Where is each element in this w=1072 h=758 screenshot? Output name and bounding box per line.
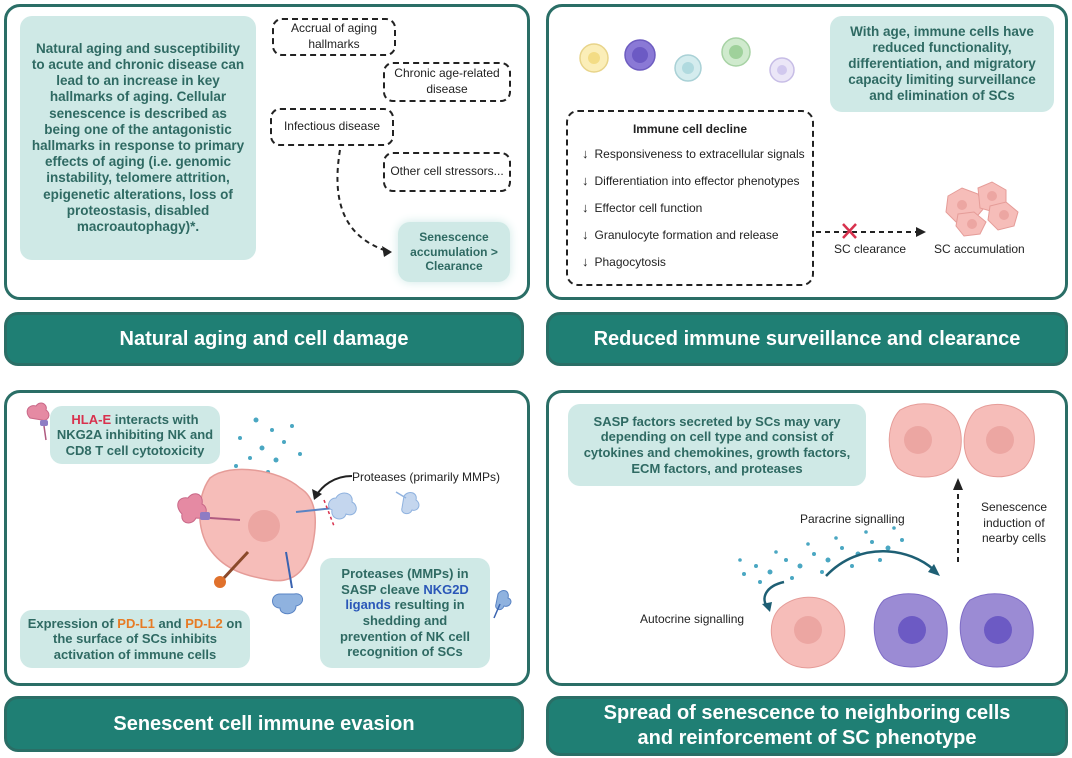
paracrine-label: Paracrine signalling xyxy=(800,512,905,526)
immune-decline-box: Immune cell decline ↓Responsiveness to e… xyxy=(566,110,814,286)
immune-cell-purple xyxy=(624,39,656,71)
box-chronic-disease: Chronic age-related disease xyxy=(383,62,511,102)
hla-e-receptor xyxy=(177,493,241,524)
mmp-description: Proteases (MMPs) in SASP cleave NKG2D li… xyxy=(320,558,490,668)
decline-item: ↓Responsiveness to extracellular signals xyxy=(582,146,805,161)
sasp-spread-dots xyxy=(738,526,904,584)
normal-cell-2 xyxy=(959,593,1034,668)
sc-clearance-label: SC clearance xyxy=(834,242,907,256)
immune-cell-teal xyxy=(674,54,702,82)
block-x-icon xyxy=(842,223,857,239)
banner-spread-line1: Spread of senescence to neighboring cell… xyxy=(603,702,1011,724)
box-aging-hallmarks: Accrual of aging hallmarks xyxy=(272,18,396,56)
decline-item: ↓Differentiation into effector phenotype… xyxy=(582,173,800,188)
autocrine-arrow xyxy=(762,580,785,612)
aging-description: Natural aging and susceptibility to acut… xyxy=(20,16,256,260)
paracrine-arrow xyxy=(825,550,940,577)
induced-senescent-cell-1 xyxy=(888,403,962,478)
hla-e-description: HLA-E interacts with NKG2A inhibiting NK… xyxy=(50,406,220,464)
banner-spread-line2: and reinforcement of SC phenotype xyxy=(637,727,977,749)
protease-arrow xyxy=(312,475,353,500)
immune-cell-yellow xyxy=(579,43,609,73)
down-arrow-icon: ↓ xyxy=(582,227,589,242)
down-arrow-icon: ↓ xyxy=(582,200,589,215)
immune-cell-green xyxy=(721,37,751,67)
decline-item: ↓Phagocytosis xyxy=(582,254,666,269)
senescent-cell-cluster xyxy=(945,181,1019,237)
normal-cell-1 xyxy=(873,593,948,668)
senescence-accumulation-box: Senescence accumulation > Clearance xyxy=(398,222,510,282)
induction-arrow xyxy=(953,478,963,562)
proteases-label: Proteases (primarily MMPs) xyxy=(352,470,501,484)
immune-decline-title: Immune cell decline xyxy=(632,122,748,136)
sc-accumulation-label: SC accumulation xyxy=(934,242,1025,256)
banner-immune-surveillance: Reduced immune surveillance and clearanc… xyxy=(546,312,1068,366)
banner-immune-evasion: Senescent cell immune evasion xyxy=(4,696,524,752)
immune-cell-lavender xyxy=(769,57,795,83)
pd-l1-ligand xyxy=(214,550,250,588)
box-infectious-disease: Infectious disease xyxy=(270,108,394,146)
induced-senescent-cell-2 xyxy=(963,403,1035,478)
nkg2d-ligand-icon xyxy=(493,590,512,619)
induction-label: Senescence induction of nearby cells xyxy=(980,500,1048,546)
decline-item: ↓Granulocyte formation and release xyxy=(582,227,779,242)
shed-ligand-icon xyxy=(395,491,420,515)
banner-spread-senescence: Spread of senescence to neighboring cell… xyxy=(546,696,1068,756)
pd-l-description: Expression of PD-L1 and PD-L2 on the sur… xyxy=(20,610,250,668)
decline-item: ↓Effector cell function xyxy=(582,200,703,215)
banner-natural-aging: Natural aging and cell damage xyxy=(4,312,524,366)
sasp-description: SASP factors secreted by SCs may vary de… xyxy=(568,404,866,486)
box-cell-stressors: Other cell stressors... xyxy=(383,152,511,192)
immune-description: With age, immune cells have reduced func… xyxy=(830,16,1054,112)
down-arrow-icon: ↓ xyxy=(582,146,589,161)
down-arrow-icon: ↓ xyxy=(582,254,589,269)
down-arrow-icon: ↓ xyxy=(582,173,589,188)
autocrine-label: Autocrine signalling xyxy=(640,612,745,626)
nkg2d-ligand xyxy=(272,551,303,615)
cleaved-ligand xyxy=(295,492,357,527)
source-senescent-cell xyxy=(770,596,846,669)
hla-receptor-icon xyxy=(26,402,50,441)
